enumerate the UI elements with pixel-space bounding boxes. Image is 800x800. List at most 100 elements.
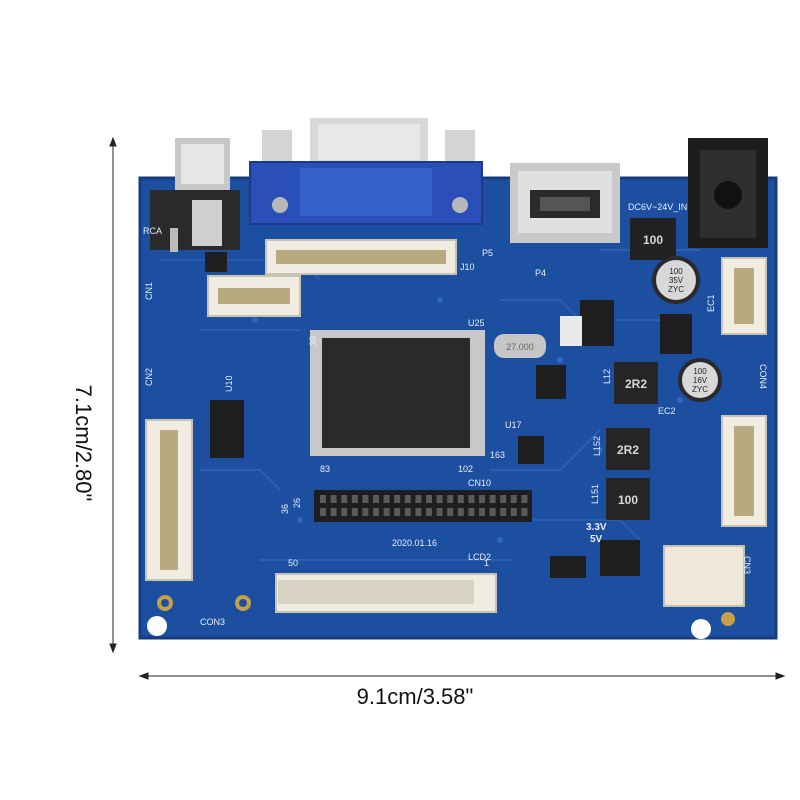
silk-pin-102: 102 <box>458 464 473 474</box>
header-pin <box>521 495 528 503</box>
header-pin <box>479 508 485 516</box>
header-pin <box>436 495 443 503</box>
cn10-pin-header <box>314 490 532 522</box>
header-pin <box>341 495 348 503</box>
header-pin <box>383 495 390 503</box>
silk-pin-39: 39 <box>308 336 318 346</box>
silk-pin-36: 36 <box>280 504 290 514</box>
vga-connector <box>249 118 483 225</box>
silk-lcd2: LCD2 <box>468 552 491 562</box>
header-pin <box>500 508 507 516</box>
ec1-text-1: 100 <box>669 267 683 276</box>
header-pin <box>320 495 326 503</box>
silk-cn3: CN3 <box>742 556 752 574</box>
header-pin <box>404 495 411 503</box>
electrolytic-cap-ec2: 100 16V ZYC <box>678 358 722 402</box>
silk-u25: U25 <box>468 318 485 328</box>
header-pin <box>330 495 337 503</box>
header-pin <box>521 508 528 516</box>
silk-ec2: EC2 <box>658 406 676 416</box>
main-chip <box>310 330 485 456</box>
header-pin <box>341 508 348 516</box>
silk-cn1: CN1 <box>144 282 154 300</box>
header-pin <box>479 495 485 503</box>
ec1-text-3: ZYC <box>668 285 684 294</box>
hdmi-connector <box>510 163 620 243</box>
silk-power-in: DC6V~24V_IN <box>628 202 687 212</box>
header-pin <box>447 508 454 516</box>
header-pin <box>373 508 379 516</box>
inductor-2r2-b-label: 2R2 <box>617 443 639 457</box>
header-pin <box>415 495 422 503</box>
header-pin <box>362 495 369 503</box>
silk-pin-163: 163 <box>490 450 505 460</box>
silk-l152: L152 <box>592 436 602 456</box>
small-chips <box>205 252 692 578</box>
silk-cn10: CN10 <box>468 478 491 488</box>
crystal-label: 27.000 <box>506 342 534 352</box>
header-pin <box>426 495 432 503</box>
inductor-bottom-label: 100 <box>618 493 638 507</box>
header-pin <box>489 508 496 516</box>
silk-p5: P5 <box>482 248 493 258</box>
header-pin <box>320 508 326 516</box>
silk-con4: CON4 <box>758 364 768 389</box>
cn3-module <box>663 545 745 607</box>
silk-j10: J10 <box>460 262 475 272</box>
inductor-2r2-a-label: 2R2 <box>625 377 647 391</box>
header-pin <box>457 495 464 503</box>
silk-5v: 5V <box>590 534 603 545</box>
header-pin <box>426 508 432 516</box>
header-pin <box>394 495 401 503</box>
silk-l12: L12 <box>602 369 612 384</box>
silk-rca: RCA <box>143 226 162 236</box>
header-pin <box>351 495 358 503</box>
dc-power-jack <box>688 138 768 248</box>
silk-pin-26: 26 <box>292 498 302 508</box>
header-pin <box>468 495 475 503</box>
crystal: 27.000 <box>494 334 546 358</box>
header-pin <box>510 508 517 516</box>
header-pin <box>500 495 507 503</box>
header-pin <box>457 508 464 516</box>
header-pin <box>394 508 401 516</box>
header-pin <box>373 495 379 503</box>
silk-pin-1: 1 <box>484 558 489 568</box>
header-pin <box>404 508 411 516</box>
silk-pin-50: 50 <box>288 558 298 568</box>
silk-con3: CON3 <box>200 617 225 627</box>
silkscreen: RCA CN1 CN2 CON3 CON4 CN3 CN10 J10 P4 P5… <box>143 202 768 627</box>
ec2-text-3: ZYC <box>692 385 708 394</box>
header-pin <box>489 495 496 503</box>
silk-pin-83: 83 <box>320 464 330 474</box>
width-dimension-label: 9.1cm/3.58" <box>356 684 474 709</box>
dimension-lines <box>109 136 786 680</box>
silk-cn2: CN2 <box>144 368 154 386</box>
ec1-text-2: 35V <box>669 276 684 285</box>
silk-p4: P4 <box>535 268 546 278</box>
header-pin <box>436 508 443 516</box>
electrolytic-cap-ec1: 100 35V ZYC <box>652 256 700 304</box>
header-pins <box>160 250 754 570</box>
silk-ec1: EC1 <box>706 294 716 312</box>
inductors: 100 2R2 2R2 100 <box>606 218 676 520</box>
silk-date: 2020.01.16 <box>392 538 437 548</box>
ec2-text-2: 16V <box>693 376 708 385</box>
silk-u17: U17 <box>505 420 522 430</box>
silk-u10: U10 <box>224 375 234 392</box>
ec2-text-1: 100 <box>693 367 707 376</box>
silk-l151: L151 <box>590 484 600 504</box>
header-pin <box>383 508 390 516</box>
header-pin <box>510 495 517 503</box>
silk-3v3: 3.3V <box>586 522 607 533</box>
mounting-holes <box>147 595 735 639</box>
header-pin <box>468 508 475 516</box>
header-pin <box>362 508 369 516</box>
header-pin <box>447 495 454 503</box>
height-dimension-label: 7.1cm/2.80" <box>71 384 96 502</box>
rca-jack <box>150 138 240 252</box>
inductor-top-label: 100 <box>643 233 663 247</box>
header-pin <box>330 508 337 516</box>
header-pin <box>351 508 358 516</box>
